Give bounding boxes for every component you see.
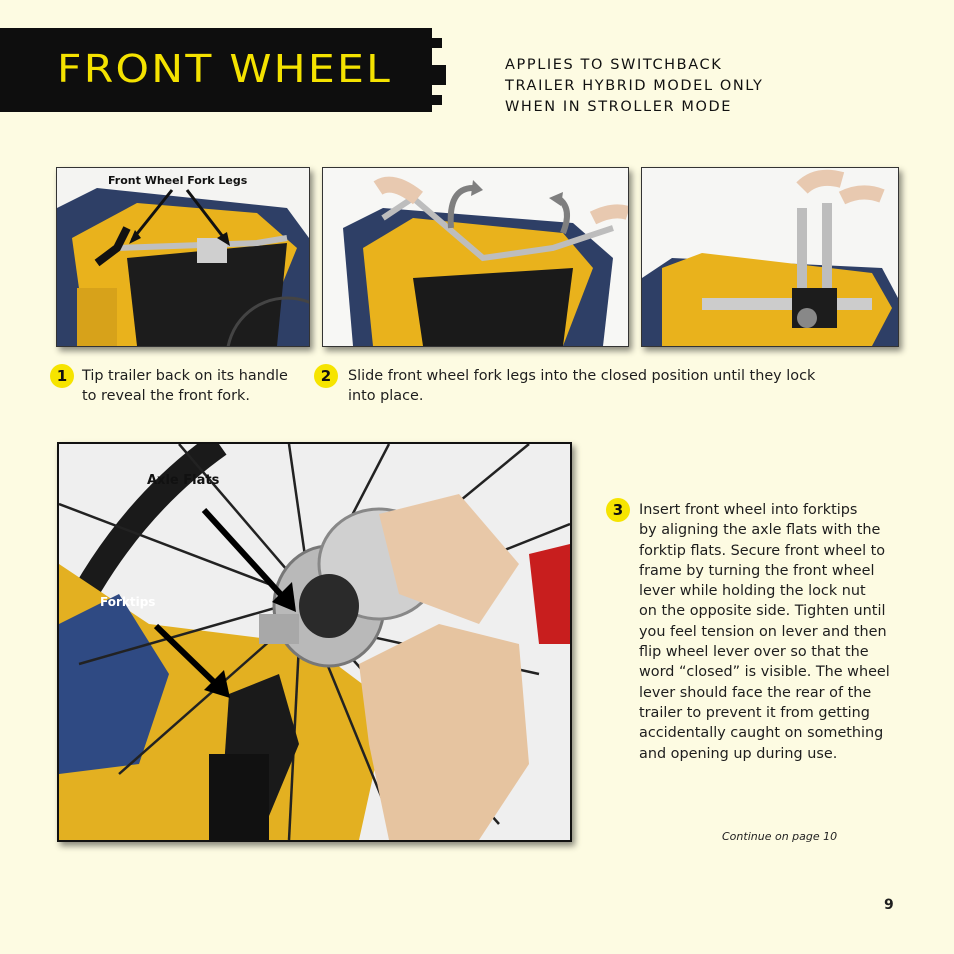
page-title: FRONT WHEEL <box>57 47 393 91</box>
step-line: by aligning the axle flats with the <box>639 522 881 539</box>
title-pixel-block <box>432 38 442 48</box>
step-3-badge: 3 <box>606 498 630 522</box>
step-line: word “closed” is visible. The wheel <box>639 664 890 681</box>
step-line: lever while holding the lock nut <box>639 583 866 600</box>
step-line: lever should face the rear of the <box>639 684 872 701</box>
page-number: 9 <box>884 897 894 913</box>
photo-label-forktips: Forktips <box>100 595 156 609</box>
model-note-line: TRAILER HYBRID MODEL ONLY <box>505 78 764 94</box>
step-line: Tip trailer back on its handle <box>82 368 288 384</box>
photo-sliding-fork-legs <box>322 167 629 347</box>
photo-fork-locked <box>641 167 899 347</box>
model-note-line: APPLIES TO SWITCHBACK <box>505 57 723 73</box>
step-line: trailer to prevent it from getting <box>639 704 870 721</box>
photo-wheel-hub <box>57 442 572 842</box>
photo-label-fork-legs: Front Wheel Fork Legs <box>108 174 248 187</box>
step-line: and opening up during use. <box>639 745 838 762</box>
step-1-text: Tip trailer back on its handle to reveal… <box>82 366 288 407</box>
step-line: forktip flats. Secure front wheel to <box>639 542 886 559</box>
step-line: you feel tension on lever and then <box>639 623 887 640</box>
step-line: into place. <box>348 388 424 405</box>
model-note: APPLIES TO SWITCHBACK TRAILER HYBRID MOD… <box>505 55 905 118</box>
step-line: flip wheel lever over so that the <box>639 644 869 661</box>
step-line: frame by turning the front wheel <box>639 562 875 579</box>
photo-label-axle-flats: Axle Flats <box>147 473 220 488</box>
step-line: Insert front wheel into forktips <box>639 502 858 518</box>
arrow-forktips <box>153 623 230 698</box>
step-3-text: Insert front wheel into forktips by alig… <box>639 500 890 764</box>
title-pixel-block <box>432 65 446 85</box>
arrow-axle-flats <box>201 507 296 612</box>
title-bar <box>0 28 418 112</box>
step-2-text: Slide front wheel fork legs into the clo… <box>348 366 815 407</box>
photo-fork-legs <box>56 167 310 347</box>
step-2-badge: 2 <box>314 364 338 388</box>
model-note-line: WHEN IN STROLLER MODE <box>505 99 732 115</box>
continue-note: Continue on page 10 <box>722 830 838 843</box>
step-line: on the opposite side. Tighten until <box>639 603 886 620</box>
step-1-badge: 1 <box>50 364 74 388</box>
step-line: to reveal the front fork. <box>82 388 250 405</box>
step-line: Slide front wheel fork legs into the clo… <box>348 368 816 384</box>
step-line: accidentally caught on something <box>639 725 884 742</box>
title-pixel-block <box>432 95 442 105</box>
title-pixel-block <box>418 28 432 112</box>
